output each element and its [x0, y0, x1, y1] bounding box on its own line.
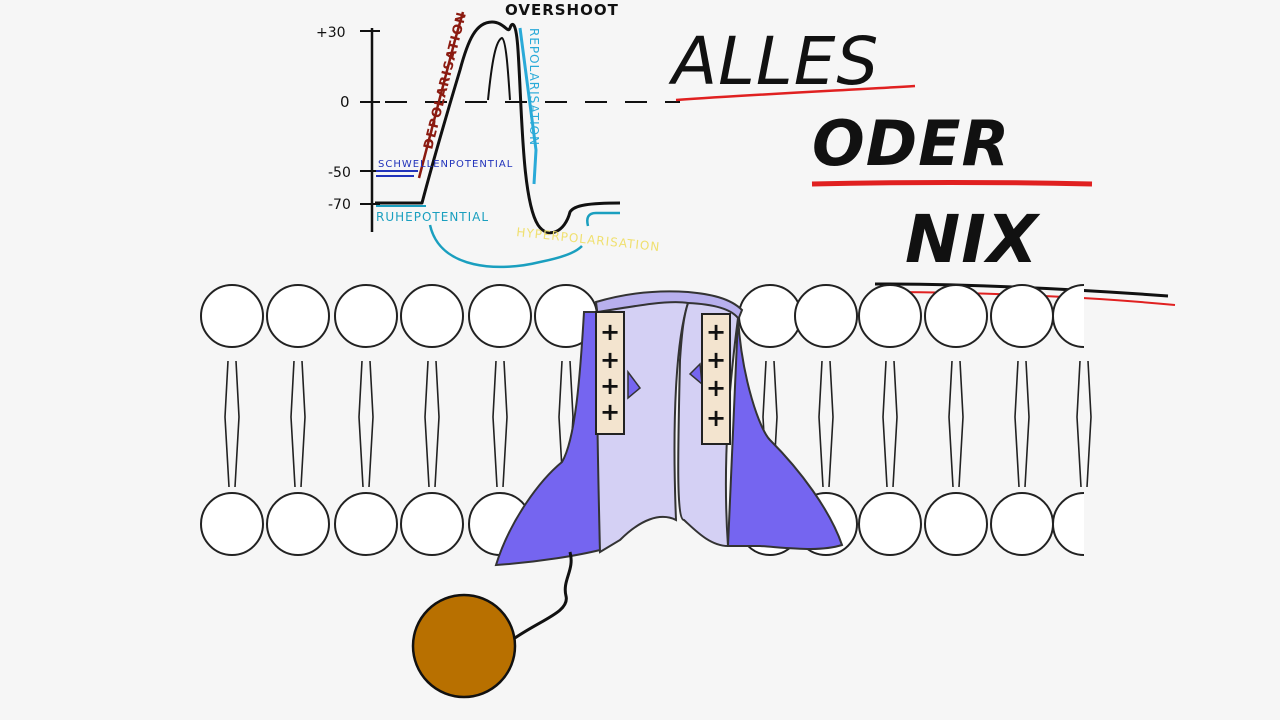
- right-voltage-sensor: [701, 313, 731, 445]
- lipid-tail-pair: [358, 360, 374, 488]
- ruhepotential-label: RUHEPOTENTIAL: [376, 210, 489, 224]
- lipid-head-outer: [990, 284, 1054, 348]
- right-sensor-plus-3: +: [706, 374, 726, 402]
- depolarisation-stroke: [417, 11, 465, 179]
- lipid-tail-pair: [1014, 360, 1030, 488]
- lipid-head-outer: [400, 284, 464, 348]
- lipid-head-inner: [990, 492, 1054, 556]
- title-oder: ODER: [812, 107, 1010, 180]
- lipid-head-inner: [924, 492, 988, 556]
- inactivation-ball: [411, 593, 517, 699]
- lipid-head-inner: [334, 492, 398, 556]
- lipid-head-outer: [924, 284, 988, 348]
- lipid-head-outer: [468, 284, 532, 348]
- lipid-tail-pair: [290, 360, 306, 488]
- lipid-head-outer: [334, 284, 398, 348]
- lipid-tail-pair: [818, 360, 834, 488]
- lipid-head-inner: [858, 492, 922, 556]
- left-voltage-sensor: [595, 311, 625, 435]
- lipid-head-outer: [266, 284, 330, 348]
- repolarisation-label: REPOLARISATION: [527, 28, 541, 146]
- left-sensor-plus-3: +: [600, 372, 620, 400]
- lipid-tail-pair: [1076, 360, 1092, 488]
- right-sensor-plus-4: +: [706, 404, 726, 432]
- lipid-head-outer: [1052, 284, 1085, 348]
- refractory-arc: [428, 224, 583, 269]
- schwellenpotential-label: SCHWELLENPOTENTIAL: [378, 159, 513, 170]
- ion-channel: + + + + + + + +: [411, 290, 844, 699]
- lipid-tail-pair: [492, 360, 508, 488]
- tick-label-plus30: +30: [316, 25, 346, 41]
- lipid-head-inner: [1052, 492, 1085, 556]
- lipid-tail-pair: [882, 360, 898, 488]
- lipid-tail-pair: [424, 360, 440, 488]
- right-sensor-plus-1: +: [706, 318, 726, 346]
- lipid-head-outer: [200, 284, 264, 348]
- overshoot-label: OVERSHOOT: [505, 1, 619, 19]
- lipid-head-outer: [858, 284, 922, 348]
- left-sensor-plus-2: +: [600, 346, 620, 374]
- title-underline-oder: [811, 180, 1093, 187]
- channel-left-notch: [627, 369, 642, 400]
- repolarisation-stroke: [518, 27, 538, 185]
- title-alles: ALLES: [668, 23, 879, 100]
- lipid-head-inner: [400, 492, 464, 556]
- title-nix: NIX: [905, 201, 1041, 278]
- tick-label-minus50: -50: [328, 165, 351, 181]
- right-sensor-plus-2: +: [706, 346, 726, 374]
- lipid-tail-pair: [224, 360, 240, 488]
- action-potential-curve: [375, 20, 621, 235]
- inactivation-tether: [511, 551, 573, 642]
- hyperpolarisation-label: HYPERPOLARISATION: [516, 225, 661, 254]
- tick-label-minus70: -70: [328, 197, 351, 213]
- left-sensor-plus-4: +: [600, 398, 620, 426]
- peak-inner-line: [487, 36, 511, 101]
- lipid-head-inner: [200, 492, 264, 556]
- action-potential-graph: +30 0 -50 -70 OVERSHOOT DEPOLARISATION R…: [316, 1, 680, 269]
- hyperpolarisation-arrow: [586, 211, 620, 227]
- channel-right-dark-subunit: [726, 317, 844, 550]
- left-sensor-plus-1: +: [600, 318, 620, 346]
- title-underline-alles: [675, 84, 916, 102]
- channel-left-dark-subunit: [494, 311, 602, 567]
- lipid-head-outer: [738, 284, 802, 348]
- depolarisation-label: DEPOLARISATION: [421, 10, 470, 151]
- tick-label-0: 0: [340, 93, 350, 111]
- alles-oder-nix-title: ALLES ODER NIX: [668, 23, 1176, 306]
- lipid-head-outer: [794, 284, 858, 348]
- lipid-tail-pair: [948, 360, 964, 488]
- lipid-head-inner: [266, 492, 330, 556]
